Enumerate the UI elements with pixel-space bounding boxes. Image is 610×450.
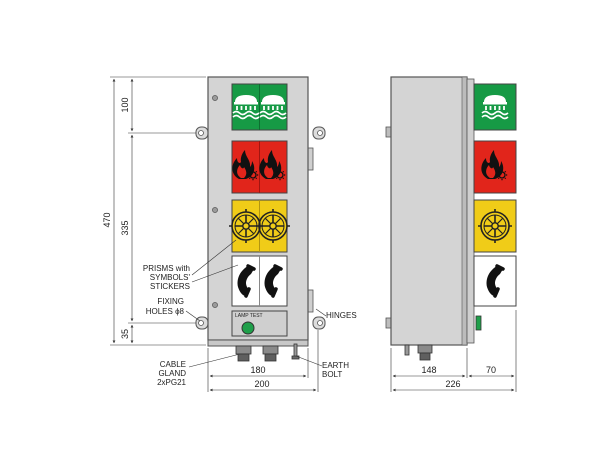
earth-bolt-label-line2: BOLT	[322, 370, 342, 379]
leader-lines	[185, 239, 327, 368]
dim-front-outer-width: 200	[254, 379, 269, 389]
cable-gland-label-line3: 2xPG21	[157, 378, 186, 387]
dim-front-top: 100	[120, 97, 130, 112]
front-view: LAMP TEST	[195, 76, 326, 362]
hinges-label: HINGES	[326, 311, 357, 320]
symbol-panels	[228, 83, 291, 307]
dim-front-total-height: 470	[102, 212, 112, 227]
dim-front-fixing-span: 335	[120, 220, 130, 235]
dim-side-total-depth: 226	[445, 379, 460, 389]
dim-front-inner-width: 180	[250, 365, 265, 375]
side-view	[385, 76, 517, 361]
prisms-label-line1: PRISMS with	[143, 264, 190, 273]
dimension-labels: 470 100 335 35 180 200 148 70 226	[102, 97, 496, 389]
callout-labels: PRISMS with SYMBOLS' STICKERS FIXING HOL…	[143, 264, 357, 387]
prisms-label-line2: SYMBOLS'	[150, 273, 191, 282]
dim-side-body-depth: 148	[421, 365, 436, 375]
prisms-label-line3: STICKERS	[150, 282, 190, 291]
lamp-test-box: LAMP TEST	[231, 310, 288, 337]
dim-side-prism-depth: 70	[486, 365, 496, 375]
cable-gland-label-line1: CABLE	[160, 360, 186, 369]
cable-gland-label-line2: GLAND	[158, 369, 186, 378]
hinge-icon	[307, 147, 314, 313]
lamp-test-button[interactable]	[241, 321, 255, 335]
fixing-label-line2: HOLES ϕ8	[146, 307, 185, 316]
earth-bolt-label-line1: EARTH	[322, 361, 349, 370]
dim-front-bottom: 35	[120, 329, 130, 339]
lamp-test-label: LAMP TEST	[235, 313, 263, 319]
dimension-lines	[110, 76, 517, 392]
side-enclosure	[390, 76, 468, 346]
fixing-label-line1: FIXING	[157, 297, 184, 306]
cable-glands	[235, 343, 300, 362]
